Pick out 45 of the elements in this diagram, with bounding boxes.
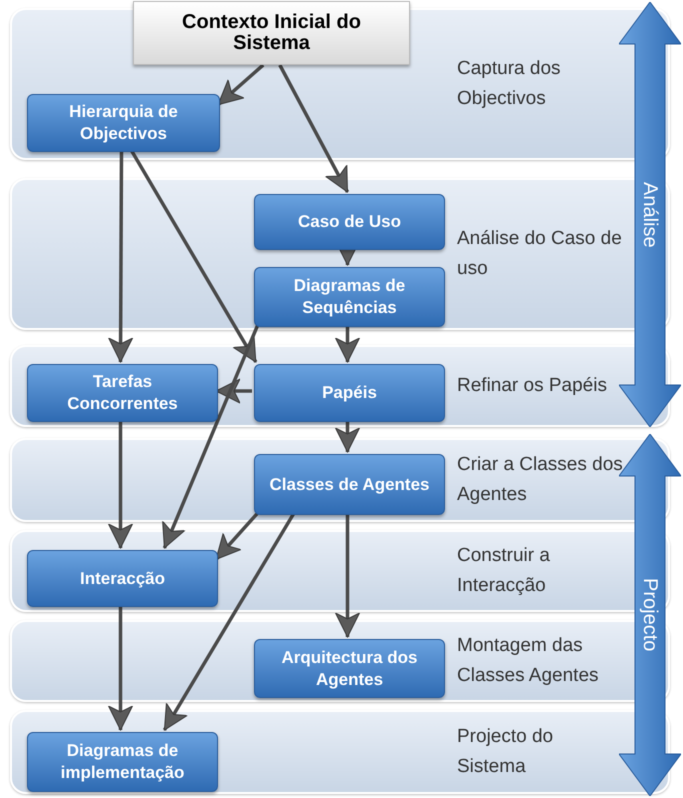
stage-band — [10, 178, 670, 330]
arrow — [335, 420, 360, 452]
step-label: Classes de Agentes — [270, 474, 430, 496]
arrow — [108, 605, 133, 730]
stage-band — [10, 710, 670, 794]
stage-label: Captura dos Objectivos — [457, 58, 561, 109]
stage-label: Refinar os Papéis — [457, 375, 607, 396]
stage-label: Análise do Caso de uso — [457, 228, 622, 279]
phase-label: Projecto — [638, 578, 662, 652]
step-label: Caso de Uso — [298, 211, 401, 233]
arrow — [214, 512, 260, 561]
arrow — [162, 324, 260, 549]
stage-label: Montagem das Classes Agentes — [457, 635, 599, 686]
step-label: Diagramas de Sequências — [292, 275, 406, 319]
process-box — [27, 94, 220, 152]
step-label: Papéis — [322, 382, 377, 404]
context-box — [133, 1, 410, 65]
stage-label: Construir a Interacção — [457, 545, 550, 596]
arrow — [130, 149, 258, 363]
step-label: Interacção — [80, 568, 166, 590]
process-box — [27, 732, 218, 792]
arrow — [216, 378, 252, 404]
process-box — [27, 550, 218, 607]
process-box — [27, 364, 218, 422]
stage-band — [10, 345, 670, 427]
arrow — [335, 325, 360, 362]
arrow — [278, 64, 350, 193]
arrow — [335, 513, 360, 638]
step-label: Contexto Inicial do Sistema — [181, 12, 362, 54]
stage-band — [10, 438, 670, 522]
process-box — [254, 267, 445, 327]
arrow — [108, 420, 133, 548]
process-box — [254, 364, 445, 422]
step-label: Arquitectura dos Agentes — [280, 646, 419, 690]
phase-label: Análise — [638, 182, 662, 248]
arrow — [162, 512, 296, 731]
stage-label: Projecto do Sistema — [457, 726, 554, 777]
stage-label: Criar a Classes dos Agentes — [457, 454, 623, 505]
step-label: Hierarquia de Objectivos — [68, 101, 179, 145]
process-box — [254, 194, 445, 250]
process-box — [254, 639, 445, 698]
arrow — [108, 150, 134, 362]
process-box — [254, 454, 445, 515]
step-label: Diagramas de implementação — [60, 740, 186, 784]
step-label: Tarefas Concorrentes — [66, 371, 179, 415]
